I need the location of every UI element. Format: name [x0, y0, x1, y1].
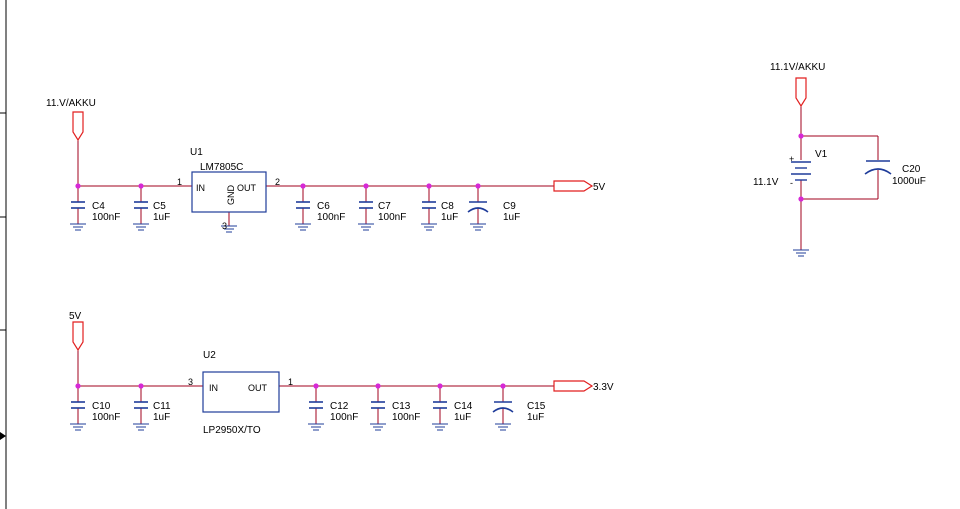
c7-name: C7: [378, 201, 391, 212]
u1-pin-gnd: GND: [226, 185, 236, 206]
junction-dot: [75, 183, 81, 189]
junction-dot: [475, 183, 481, 189]
u2-input-net-label: 5V: [69, 311, 82, 322]
c11-name: C11: [153, 401, 171, 412]
u1-pin-num-in: 1: [177, 177, 182, 187]
u1-output-net-label: 5V: [593, 182, 606, 193]
u2-designator: U2: [203, 350, 216, 361]
battery-minus-sign: -: [790, 178, 793, 188]
junction-dot: [363, 183, 369, 189]
u2-pin-num-out: 1: [288, 377, 293, 387]
c10-name: C10: [92, 401, 111, 412]
c12-name: C12: [330, 401, 349, 412]
c11-value: 1uF: [153, 412, 170, 423]
u1-input-net-label: 11.V/AKKU: [46, 98, 96, 109]
u1-body: [191, 171, 267, 213]
capacitor-symbol: [467, 207, 489, 213]
c14-name: C14: [454, 401, 473, 412]
junction-dot: [798, 196, 804, 202]
c8-value: 1uF: [441, 212, 458, 223]
parts-layer: [70, 160, 892, 431]
c10-value: 100nF: [92, 412, 120, 423]
junction-dot: [138, 183, 144, 189]
junction-dot: [500, 383, 506, 389]
u2-part-name: LP2950X/TO: [203, 425, 261, 436]
u2-body: [202, 371, 280, 413]
c20-value: 1000uF: [892, 176, 926, 187]
c15-name: C15: [527, 401, 546, 412]
power-port-arrow: [72, 111, 84, 142]
junction-dot: [426, 183, 432, 189]
output-port-arrow: [553, 380, 594, 392]
u1-pin-num-gnd: 3: [222, 221, 227, 231]
c7-value: 100nF: [378, 212, 406, 223]
junction-dot: [437, 383, 443, 389]
c5-value: 1uF: [153, 212, 170, 223]
c6-name: C6: [317, 201, 330, 212]
c14-value: 1uF: [454, 412, 471, 423]
sheet-arrow-marker: [0, 432, 6, 440]
capacitor-symbol: [864, 168, 892, 175]
c4-value: 100nF: [92, 212, 120, 223]
battery-net-label: 11.1V/AKKU: [770, 62, 825, 73]
u1-pin-out: OUT: [237, 183, 257, 193]
junction-dot: [300, 183, 306, 189]
u2-pin-in: IN: [209, 383, 218, 393]
u2-pin-out: OUT: [248, 383, 268, 393]
c6-value: 100nF: [317, 212, 345, 223]
c15-value: 1uF: [527, 412, 544, 423]
battery-plus-sign: +: [789, 154, 794, 164]
c13-value: 100nF: [392, 412, 420, 423]
wires-layer: [77, 106, 879, 424]
c12-value: 100nF: [330, 412, 358, 423]
c20-name: C20: [902, 164, 921, 175]
u1-pin-num-out: 2: [275, 177, 280, 187]
c9-value: 1uF: [503, 212, 520, 223]
capacitor-symbol: [492, 407, 514, 413]
battery-designator: V1: [815, 149, 828, 160]
junction-dot: [375, 383, 381, 389]
ports-layer: [72, 77, 807, 392]
junctions-layer: [75, 133, 804, 389]
u1-pin-in: IN: [196, 183, 205, 193]
c9-name: C9: [503, 201, 516, 212]
junction-dot: [798, 133, 804, 139]
u1-part-name: LM7805C: [200, 162, 243, 173]
power-port-arrow: [795, 77, 807, 108]
c8-name: C8: [441, 201, 454, 212]
junction-dot: [75, 383, 81, 389]
u1-designator: U1: [190, 147, 203, 158]
c13-name: C13: [392, 401, 411, 412]
u2-output-net-label: 3.3V: [593, 382, 614, 393]
u2-pin-num-in: 3: [188, 377, 193, 387]
c5-name: C5: [153, 201, 166, 212]
battery-value: 11.1V: [753, 177, 779, 188]
junction-dot: [138, 383, 144, 389]
junction-dot: [313, 383, 319, 389]
power-port-arrow: [72, 321, 84, 352]
c4-name: C4: [92, 201, 105, 212]
output-port-arrow: [553, 180, 594, 192]
